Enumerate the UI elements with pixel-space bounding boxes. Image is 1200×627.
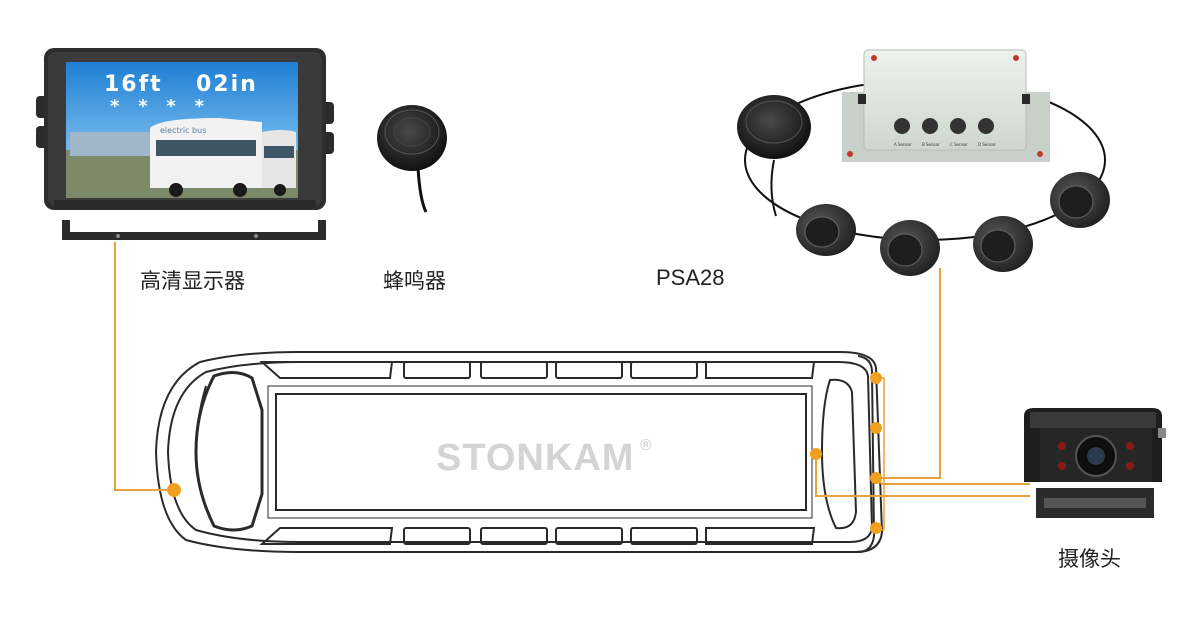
brand-name: STONKAM [436, 437, 634, 479]
rear-connector-4 [870, 522, 882, 534]
parking-sensor-4 [1050, 172, 1110, 228]
sensor-kit-label: PSA28 [656, 265, 725, 290]
rear-camera [1024, 408, 1166, 518]
parking-sensor-3 [973, 216, 1033, 272]
buzzer-device [377, 105, 447, 213]
bus-text: electric bus [160, 126, 206, 135]
port-a-connector [894, 118, 910, 134]
rear-connector-2 [870, 422, 882, 434]
port-b-connector [922, 118, 938, 134]
camera-connector [810, 448, 822, 460]
buzzer-label: 蜂鸣器 [383, 269, 446, 293]
distance-stars: * * * * [110, 96, 205, 117]
distance-inches: 02in [196, 72, 258, 97]
port-d-label: D Sensor [978, 142, 996, 147]
port-c-connector [950, 118, 966, 134]
port-c-label: C Sensor [950, 142, 968, 147]
brand-mark: ® [640, 437, 652, 454]
rear-connector-1 [870, 372, 882, 384]
rear-connector-3 [870, 472, 882, 484]
monitor-connector [167, 483, 181, 497]
monitor-label: 高清显示器 [140, 269, 245, 293]
sensor-wire [876, 268, 941, 479]
sensor-kit: A Sensor B Sensor C Sensor D Sensor [737, 49, 1110, 276]
camera-label: 摄像头 [1058, 547, 1121, 571]
control-box: A Sensor B Sensor C Sensor D Sensor [842, 49, 1050, 162]
port-b-label: B Sensor [922, 142, 940, 147]
port-d-connector [978, 118, 994, 134]
hd-monitor: electric bus 16ft 02in * * * * [36, 48, 334, 240]
kit-buzzer [737, 95, 811, 159]
port-a-label: A Sensor [894, 142, 912, 147]
parking-sensor-1 [796, 204, 856, 256]
bus-top-view [154, 351, 884, 553]
parking-sensor-2 [880, 220, 940, 276]
connectors [167, 372, 882, 534]
camera-wire-1 [815, 456, 1030, 497]
distance-feet: 16ft [104, 72, 163, 97]
monitor-wire [114, 242, 170, 491]
